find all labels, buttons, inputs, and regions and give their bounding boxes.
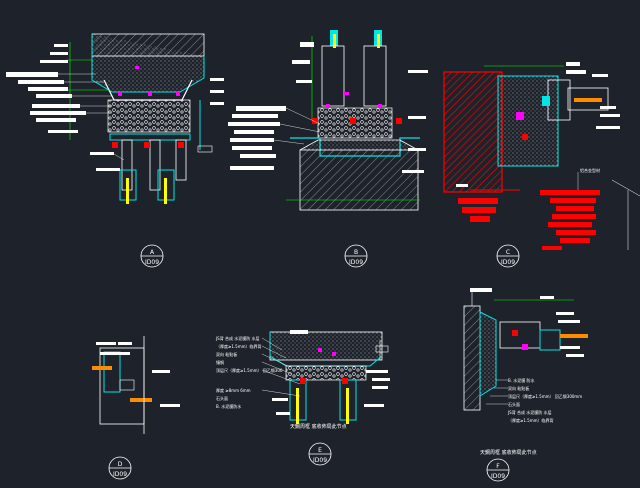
detail-f-label-5: JS背 合成 水泥膜防 水层: [507, 409, 552, 415]
detail-e-label-3: 双向 粘贴板: [216, 351, 237, 357]
detail-marker-ref: ID09: [313, 457, 327, 464]
detail-b[interactable]: [228, 30, 428, 211]
detail-e-label-4: 镶钢: [216, 359, 224, 365]
detail-marker-c[interactable]: C ID09: [496, 244, 520, 268]
detail-a[interactable]: [6, 33, 224, 204]
detail-e-label-6: 厚度 ≥8mm 6mm: [216, 387, 251, 393]
detail-c-label: 铝合金型材: [580, 167, 600, 173]
detail-marker-d[interactable]: D ID09: [108, 456, 132, 480]
detail-marker-ref: ID09: [113, 471, 127, 478]
detail-f[interactable]: B. 水泥膜 防水 双向 粘贴板 顶层尺（厚度≥1.5mm） 回乙钢300mm …: [463, 288, 588, 456]
detail-marker-letter: A: [150, 249, 155, 256]
detail-f-caption: 天鋼周框 底收佈局此节点: [480, 449, 537, 456]
detail-e-label-2: （厚度≥1.5mm）临界背: [216, 343, 262, 349]
detail-marker-b[interactable]: B ID09: [344, 244, 368, 268]
detail-marker-ref: ID09: [145, 259, 159, 266]
detail-f-label-4: 石头面: [508, 401, 520, 407]
detail-e-label-7: 石头面: [216, 395, 228, 401]
detail-marker-letter: B: [354, 249, 358, 256]
detail-e-label-1: JS背 合成 水泥膜防 水层: [215, 335, 260, 341]
detail-c[interactable]: 铝合金型材: [443, 62, 640, 250]
detail-marker-a[interactable]: A ID09: [140, 244, 164, 268]
detail-e-label-5: 顶层尺（厚度≥1.5mm） 回乙钢300: [216, 367, 283, 373]
detail-marker-ref: ID09: [501, 259, 515, 266]
detail-marker-ref: ID09: [491, 473, 505, 480]
detail-marker-letter: F: [496, 463, 500, 470]
detail-f-label-2: 双向 粘贴板: [508, 385, 529, 391]
detail-f-label-6: （厚度≥1.5mm）临界背: [508, 417, 554, 423]
detail-marker-ref: ID09: [349, 259, 363, 266]
detail-e[interactable]: JS背 合成 水泥膜防 水层 （厚度≥1.5mm）临界背 双向 粘贴板 镶钢 顶…: [215, 330, 390, 430]
detail-marker-e[interactable]: E ID09: [308, 442, 332, 466]
detail-e-caption: 天鋼周框 底收佈局此节点: [290, 423, 347, 430]
detail-marker-letter: C: [506, 249, 510, 256]
detail-f-label-3: 顶层尺（厚度≥1.5mm） 回乙钢300mm: [508, 393, 582, 399]
detail-marker-f[interactable]: F ID09: [486, 458, 510, 482]
detail-f-label-1: B. 水泥膜 防水: [508, 377, 535, 383]
detail-marker-letter: D: [118, 461, 123, 468]
detail-d[interactable]: [92, 336, 180, 434]
detail-marker-letter: E: [318, 447, 322, 454]
detail-e-label-8: B. 水泥膜防水: [216, 403, 241, 409]
